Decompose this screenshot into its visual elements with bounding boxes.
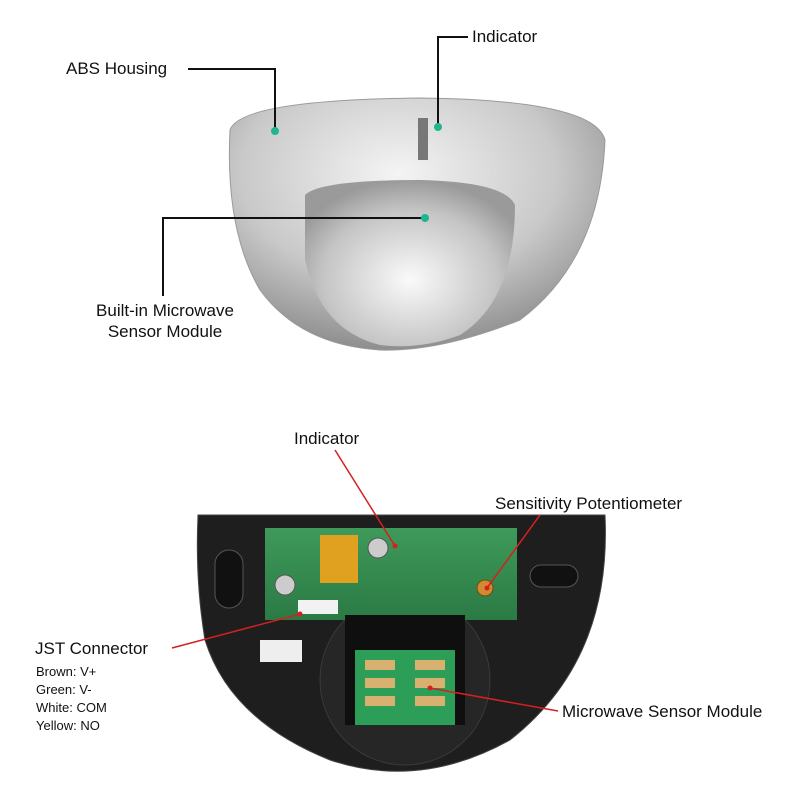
mounting-slot-left xyxy=(214,549,244,609)
marker-dots xyxy=(271,123,442,222)
top-leader-lines xyxy=(162,36,468,296)
label-microwave-sensor-module: Microwave Sensor Module xyxy=(562,702,763,721)
label-line-2: Sensor Module xyxy=(107,322,223,341)
jst-connector xyxy=(298,600,338,614)
label-sensitivity-potentiometer: Sensitivity Potentiometer xyxy=(495,494,683,513)
wiring-green: Green: V- xyxy=(36,682,92,697)
wiring-legend: Brown: V+ Green: V- White: COM Yellow: N… xyxy=(36,663,107,735)
label-indicator-bottom: Indicator xyxy=(294,429,360,448)
label-indicator-top: Indicator xyxy=(472,27,538,46)
abs-housing-image xyxy=(228,97,606,351)
indicator-window xyxy=(418,118,428,160)
relay xyxy=(320,535,358,583)
mounting-slot-right xyxy=(529,564,579,588)
label-jst-connector: JST Connector xyxy=(35,639,149,658)
label-line-1: Built-in Microwave xyxy=(96,301,234,320)
label-built-in-sensor: Built-in Microwave Sensor Module xyxy=(80,300,250,342)
open-housing-image xyxy=(196,514,606,772)
label-abs-housing: ABS Housing xyxy=(66,59,168,78)
wiring-white: White: COM xyxy=(36,700,107,715)
bottom-leader-lines xyxy=(171,449,559,712)
wiring-brown: Brown: V+ xyxy=(36,664,97,679)
wiring-yellow: Yellow: NO xyxy=(36,718,100,733)
